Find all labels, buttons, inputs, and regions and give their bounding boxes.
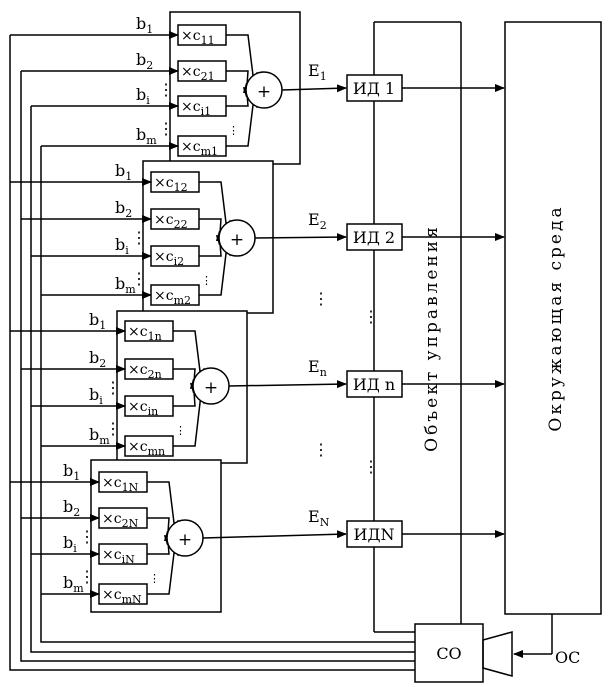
multiplier-label: ×c11 (181, 28, 215, 47)
ellipsis-c: ⋮ (175, 424, 186, 437)
e-output-line (202, 530, 347, 539)
b-label: b2 (136, 50, 153, 72)
multiplier-label: ×ciN (102, 547, 135, 566)
co-label: СО (436, 644, 461, 663)
multiplier-label: ×cin (128, 399, 158, 418)
b-label: b2 (115, 198, 132, 220)
b-label: b1 (89, 310, 106, 332)
control-object-label: Объект управления (422, 224, 442, 452)
id-label: ИД 1 (353, 79, 395, 98)
ellipsis-b2: ⋮ (131, 269, 147, 288)
multiplier-label: ×c1N (102, 475, 139, 494)
b-label: b1 (136, 14, 153, 36)
sensor-icon (482, 631, 513, 677)
ellipsis-b2: ⋮ (79, 567, 95, 586)
e-output-line (281, 84, 347, 93)
e-label: E2 (308, 210, 327, 232)
ellipsis-mid-2: ⋮ (363, 307, 379, 326)
ellipsis-mid-3: ⋮ (313, 440, 329, 459)
id-box (346, 370, 403, 398)
b-bus-line-1 (9, 35, 415, 671)
b-signal-bus (9, 35, 415, 671)
b-label: bm (63, 573, 84, 595)
id-box (346, 74, 403, 102)
environment-label: Окружающая среда (546, 204, 566, 431)
e-output-line (228, 380, 347, 389)
b-bus-line-2 (20, 71, 415, 662)
ellipsis-b: ⋮ (105, 378, 121, 397)
multiplier-label: ×c1n (128, 324, 162, 343)
multiplier-label: ×ci2 (154, 249, 184, 268)
summator-plus: + (257, 82, 271, 102)
e-output-line (254, 233, 347, 242)
multiplier-label: ×cm2 (154, 288, 191, 307)
e-label: E1 (308, 61, 327, 83)
multiplier-label: ×c2n (128, 362, 162, 381)
b-label: bm (115, 274, 136, 296)
os-label: ОС (555, 648, 580, 667)
id-label: ИДN (354, 525, 395, 544)
summator-plus: + (178, 530, 192, 550)
multiplier-label: ×cmN (102, 587, 142, 606)
ellipsis-c: ⋮ (201, 274, 212, 287)
summator-plus: + (230, 230, 244, 250)
b-label: b1 (115, 161, 132, 183)
multiplier-label: ×cm1 (181, 139, 218, 158)
ellipsis-b2: ⋮ (158, 119, 174, 138)
ellipsis-b2: ⋮ (105, 419, 121, 438)
multiplier-label: ×c22 (154, 212, 188, 231)
id-box (346, 520, 403, 548)
co-box (414, 623, 484, 683)
e-label: En (308, 357, 327, 379)
ellipsis-c: ⋮ (228, 124, 239, 137)
b-label: bi (115, 235, 129, 257)
ellipsis-c: ⋮ (149, 572, 160, 585)
b-label: b1 (63, 461, 80, 483)
ellipsis-mid-1: ⋮ (313, 289, 329, 308)
b-bus-line-3 (30, 106, 415, 653)
ellipsis-mid-4: ⋮ (363, 457, 379, 476)
b-label: bm (136, 125, 157, 147)
e-label: EN (308, 507, 330, 529)
summator-plus: + (204, 378, 218, 398)
multiplier-label: ×c2N (102, 511, 139, 530)
b-label: bi (89, 385, 103, 407)
b-label: b2 (63, 497, 80, 519)
b-bus-line-4 (40, 146, 415, 643)
multiplier-label: ×c21 (181, 64, 215, 83)
id-label: ИД 2 (353, 228, 395, 247)
multiplier-label: ×cmn (128, 439, 165, 458)
b-label: bm (89, 425, 110, 447)
b-label: bi (63, 533, 77, 555)
ellipsis-b: ⋮ (79, 527, 95, 546)
multiplier-label: ×ci1 (181, 99, 211, 118)
ellipsis-b: ⋮ (158, 80, 174, 99)
ellipsis-b: ⋮ (131, 228, 147, 247)
id-label: ИД n (353, 375, 395, 394)
multiplier-label: ×c12 (154, 175, 188, 194)
b-label: bi (136, 85, 150, 107)
environment-box (504, 21, 602, 615)
b-label: b2 (89, 348, 106, 370)
